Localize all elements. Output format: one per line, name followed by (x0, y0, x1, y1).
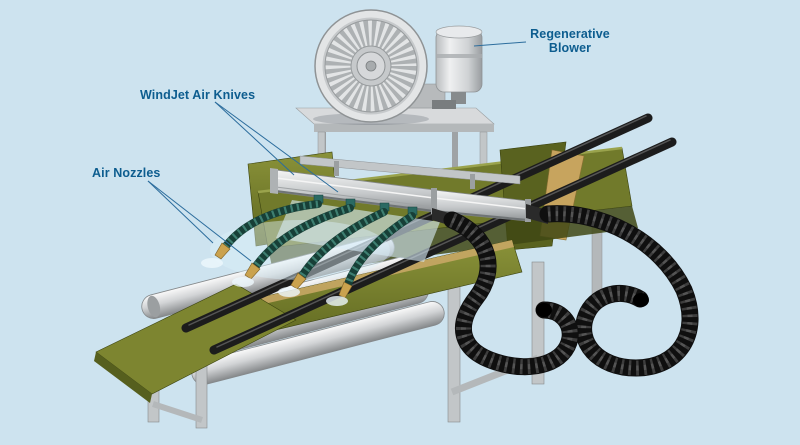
left-leg-brace (152, 401, 203, 423)
flex-nozzle-hoses (201, 200, 416, 306)
label-regenerative-blower-line2: Blower (549, 41, 591, 55)
air-spray-3 (278, 287, 300, 297)
guide-rod-2 (209, 137, 677, 355)
labels: Regenerative Blower WindJet Air Knives A… (92, 27, 610, 262)
right-rear-leg (531, 261, 545, 385)
pointer-line-nozzle-2 (147, 180, 252, 262)
regenerative-blower-unit (314, 9, 483, 123)
brass-nozzle-4 (338, 281, 353, 299)
right-front-leg (447, 281, 461, 423)
flex-hose-4 (344, 212, 416, 288)
label-windjet-air-knives: WindJet Air Knives (140, 88, 255, 102)
knife-end-cap-left (270, 168, 278, 194)
air-spray-1 (201, 258, 223, 268)
air-spray-4 (326, 296, 348, 306)
infeed-plate-edge (94, 352, 152, 403)
brass-nozzle-3 (290, 272, 307, 290)
knife-center-flange (431, 188, 437, 214)
blower-canister (432, 25, 483, 109)
pointer-line-airknife-1 (214, 101, 295, 176)
knife-support-bar (299, 155, 521, 185)
pointer-line-airknife-2 (214, 101, 339, 193)
fan-blades (325, 20, 417, 112)
pointer-line-nozzle-1 (147, 180, 214, 244)
corrugated-hose-1 (539, 205, 699, 377)
blower-fan (314, 9, 428, 123)
flex-hose-3 (298, 208, 388, 280)
brass-nozzle-1 (214, 242, 231, 260)
air-knife-assembly (270, 155, 548, 226)
brass-nozzle-2 (244, 262, 261, 280)
conveyor-roller-4 (191, 301, 445, 385)
corrugated-hose-2 (443, 211, 579, 376)
air-spray-2 (232, 277, 254, 287)
label-regenerative-blower-line1: Regenerative (530, 27, 610, 41)
corrugated-hoses (443, 205, 699, 377)
flex-hose-1 (222, 200, 322, 250)
pointer-line-blower (473, 41, 527, 47)
label-air-nozzles: Air Nozzles (92, 166, 160, 180)
